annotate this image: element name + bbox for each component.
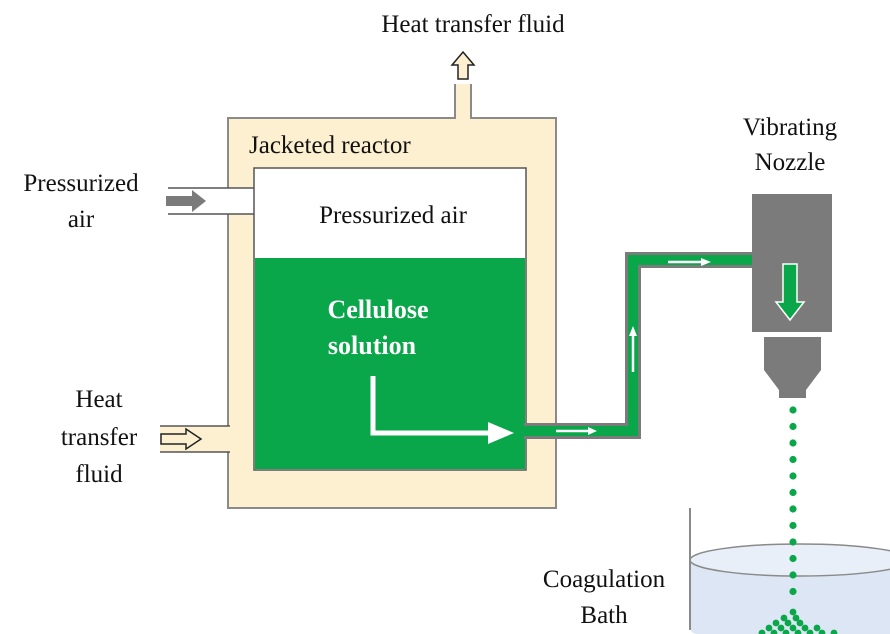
fluid-inlet-label-line1: Heat (75, 386, 122, 413)
settled-bead (777, 624, 785, 632)
tube-flow-arrow-icon (668, 258, 711, 266)
droplet (789, 472, 797, 480)
fluid-inlet-label-line3: fluid (75, 461, 123, 488)
jacket-outlet-neck (455, 84, 471, 120)
droplet (789, 554, 797, 563)
settled-bead (765, 624, 773, 632)
settled-bead (830, 629, 838, 634)
air-inlet-label-line2: air (68, 206, 95, 233)
fluid-inlet-arrow-icon (160, 427, 203, 451)
settled-bead (770, 629, 778, 634)
tube-flow-arrow-icon (556, 427, 597, 435)
settled-bead (794, 629, 802, 634)
droplet (789, 587, 797, 596)
nozzle-tip (764, 337, 821, 398)
settled-bead (806, 629, 814, 634)
droplet (789, 455, 797, 464)
nozzle-label-line1: Vibrating (743, 114, 838, 141)
droplet (789, 488, 797, 497)
settled-bead (780, 614, 788, 622)
settled-bead (782, 629, 790, 634)
droplet (789, 439, 797, 447)
droplet (789, 505, 797, 513)
outlet-arrow-icon (450, 50, 476, 80)
air-inlet-label-line1: Pressurized (23, 170, 139, 197)
settled-bead (789, 624, 797, 632)
settled-bead (813, 624, 821, 632)
settled-bead (818, 629, 826, 634)
cellulose-solution (255, 258, 525, 469)
droplet (789, 538, 797, 546)
droplet (789, 571, 797, 579)
nozzle-label-line2: Nozzle (755, 149, 826, 176)
settled-bead (784, 619, 792, 627)
transfer-tube (524, 252, 754, 439)
settled-bead (796, 619, 804, 627)
settled-beads (758, 608, 838, 634)
solution-flow-arrow-icon (370, 376, 490, 436)
nozzle-flow-arrow-icon (774, 263, 806, 322)
reactor-label: Jacketed reactor (249, 132, 411, 159)
settled-bead (789, 608, 797, 616)
droplet-stream (789, 406, 797, 596)
settled-bead (792, 614, 800, 622)
headspace-label: Pressurized air (319, 202, 468, 229)
settled-bead (801, 624, 809, 632)
bath-label-line2: Bath (580, 602, 628, 629)
fluid-inlet-label-line2: transfer (61, 424, 138, 451)
tube-flow-arrow-icon (629, 326, 637, 372)
solution-label-line2: solution (328, 331, 417, 360)
droplet (789, 521, 797, 530)
droplet (789, 422, 797, 431)
air-inlet-arrow-icon (166, 190, 206, 212)
top-outlet-label: Heat transfer fluid (381, 11, 565, 38)
bath-label-line1: Coagulation (543, 566, 666, 593)
droplet (789, 406, 797, 414)
settled-bead (758, 629, 766, 634)
settled-bead (772, 619, 780, 627)
solution-label-line1: Cellulose (327, 295, 428, 324)
